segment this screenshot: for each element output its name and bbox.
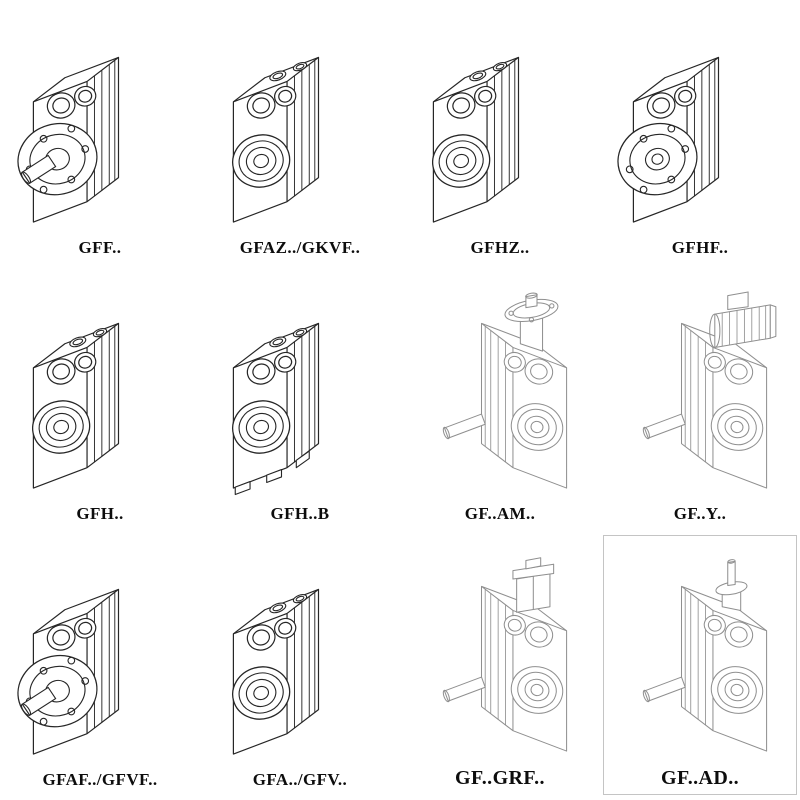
gearbox-drawing-hollow-shaft (405, 13, 595, 235)
catalog-cell-gff: GFF.. (0, 0, 200, 266)
gearbox-model-label: GFF.. (78, 238, 122, 257)
gearbox-model-label: GF..Y.. (673, 504, 727, 523)
catalog-cell-gfhf: GFHF.. (600, 0, 800, 266)
catalog-cell-gfa-gfv: GFA../GFV.. (200, 532, 400, 798)
gearbox-drawing-flange (605, 13, 795, 235)
gearbox-model-label: GF..GRF.. (455, 767, 545, 789)
catalog-cell-gf-am: GF..AM.. (400, 266, 600, 532)
gearbox-model-label: GFH.. (76, 504, 124, 523)
gearbox-drawing-hollow-shaft-foot (205, 279, 395, 501)
gearbox-model-label: GFA../GFV.. (252, 770, 348, 789)
gearbox-model-label: GFHZ.. (470, 238, 530, 257)
catalog-cell-gfh-b: GFH..B (200, 266, 400, 532)
gearbox-model-label: GFHF.. (671, 238, 729, 257)
catalog-cell-gfaf-gfvf: GFAF../GFVF.. (0, 532, 200, 798)
catalog-cell-gfaz-gkvf: GFAZ../GKVF.. (200, 0, 400, 266)
gearbox-drawing-flange-shaft (5, 13, 195, 235)
gearbox-drawing-hollow-shaft (205, 545, 395, 767)
gearbox-model-label: GFAF../GFVF.. (42, 770, 158, 789)
gearbox-drawing-input-flange-adapter (405, 279, 595, 501)
gearbox-drawing-hollow-shaft (5, 279, 195, 501)
gearbox-model-label: GF..AD.. (660, 767, 740, 789)
gearbox-drawing-hollow-shaft (205, 13, 395, 235)
gearbox-model-label: GFAZ../GKVF.. (239, 238, 361, 257)
catalog-cell-gf-grf: GF..GRF.. (400, 532, 600, 798)
gearbox-model-label: GF..AM.. (464, 504, 536, 523)
catalog-cell-gfhz: GFHZ.. (400, 0, 600, 266)
catalog-cell-gf-y: GF..Y.. (600, 266, 800, 532)
gearbox-drawing-flange-shaft (5, 545, 195, 767)
gearbox-drawing-adapter-box (405, 542, 595, 764)
gearbox-model-label: GFH..B (270, 504, 330, 523)
catalog-cell-gfh: GFH.. (0, 266, 200, 532)
gearbox-drawing-with-motor (605, 279, 795, 501)
catalog-cell-gf-ad: GF..AD.. (600, 532, 800, 798)
gearbox-drawing-input-shaft-adapter (605, 542, 795, 764)
